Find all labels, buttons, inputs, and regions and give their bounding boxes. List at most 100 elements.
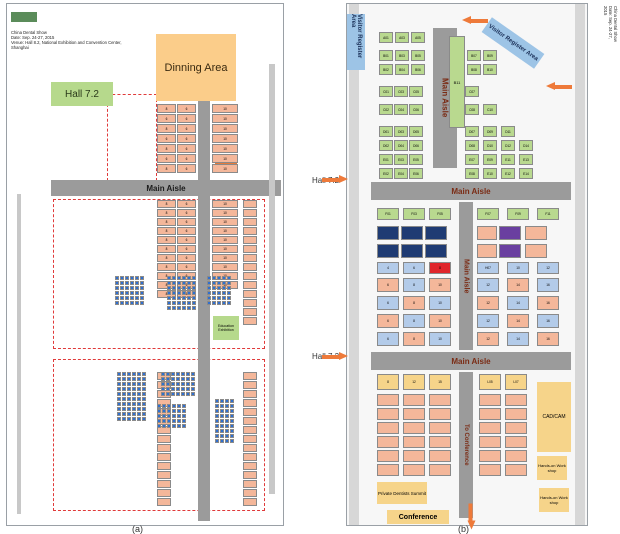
booth-left-bottom [157,435,171,443]
seat [122,397,126,401]
booth-top-right: A05 [411,32,425,43]
seat [225,404,229,408]
seat [115,286,119,290]
booth-top-right: D09 [483,126,497,137]
show-info-left: China Dental Show Date: Sep. 24-27, 2015… [11,30,122,50]
caption-right: (b) [458,524,469,534]
booth-top-right: B05 [411,50,425,61]
seat [172,306,176,310]
booth-mid-right: 12 [477,278,499,292]
booth-purple [499,226,521,240]
seat [207,301,211,305]
seat [130,286,134,290]
seat [167,286,171,290]
booth-top-right: D11 [501,126,515,137]
seat [132,402,136,406]
booth-mid-salmon [477,244,497,258]
seat [192,301,196,305]
booth-low-right: 8 [377,374,399,390]
seat [230,424,234,428]
booth-mid-right: 14 [507,332,529,346]
booth-left-upper: 10 [212,114,238,123]
seat [176,392,180,396]
seat [187,291,191,295]
booth-top-right: E06 [409,168,423,179]
booth-mid-right: 6 [377,278,399,292]
seat [225,439,229,443]
seat [192,291,196,295]
seat [140,281,144,285]
seat [137,407,141,411]
seat [181,372,185,376]
booth-top-right: E04 [394,168,408,179]
booth-mid-right: F11 [537,208,559,220]
seat [230,409,234,413]
hands-on-label-2: Hands-on Work shop [540,495,568,505]
seat [137,417,141,421]
seat [191,382,195,386]
caption-left: (a) [132,524,143,534]
booth-mid-right: F03 [403,208,425,220]
booth-top-right: E11 [501,154,515,165]
booth-left-lower: 10 [212,200,238,208]
seat [215,439,219,443]
booth-top-right: C04 [394,104,408,115]
booth-left-edge [243,290,257,298]
seat [117,382,121,386]
education-label: Education Exhibition [218,324,234,332]
seat [171,372,175,376]
seat [167,414,171,418]
seat [181,387,185,391]
booth-left-bottom [243,480,257,488]
seat [187,296,191,300]
booth-navy [377,226,399,240]
seat [225,429,229,433]
seat [225,434,229,438]
booth-top-right: A03 [395,32,409,43]
seat [225,414,229,418]
seat [130,276,134,280]
seat [225,409,229,413]
booth-left-edge [243,227,257,235]
seat [182,286,186,290]
booth-left-edge [243,245,257,253]
booth-mid-right: H07 [477,262,499,274]
booth-left-upper: 6 [177,164,196,173]
booth-mid-right: 10 [429,332,451,346]
seat [137,402,141,406]
booth-top-right: D02 [379,140,393,151]
booth-top-right: B07 [467,50,481,61]
seat [157,419,161,423]
booth-low-right: 15 [429,374,451,390]
booth-low-right [403,394,425,406]
booth-low-right [377,450,399,462]
seat [132,412,136,416]
seat [181,392,185,396]
seat [222,276,226,280]
seat [137,412,141,416]
booth-left-lower: 10 [212,236,238,244]
booth-top-right: E12 [501,168,515,179]
to-conference-aisle: To Conference [459,372,473,518]
seat [142,392,146,396]
booth-top-right: A01 [379,32,393,43]
seat [230,414,234,418]
seat [215,404,219,408]
booth-left-edge [243,317,257,325]
booth-top-right: E08 [465,168,479,179]
booth-left-lower: 6 [177,200,196,208]
booth-top-right: B10 [483,64,497,75]
hands-on-label-1: Hands-on Work shop [538,463,566,473]
booth-top-right: E13 [519,154,533,165]
seat [130,301,134,305]
booth-top-right: B02 [379,64,393,75]
seat [215,414,219,418]
booth-mid-right: 6 [377,296,399,310]
arrow-conference [467,503,476,530]
right-wall-left [269,64,275,494]
seat [161,382,165,386]
booth-left-edge [243,299,257,307]
seat [177,296,181,300]
seat [157,414,161,418]
booth-low-right [505,422,527,434]
